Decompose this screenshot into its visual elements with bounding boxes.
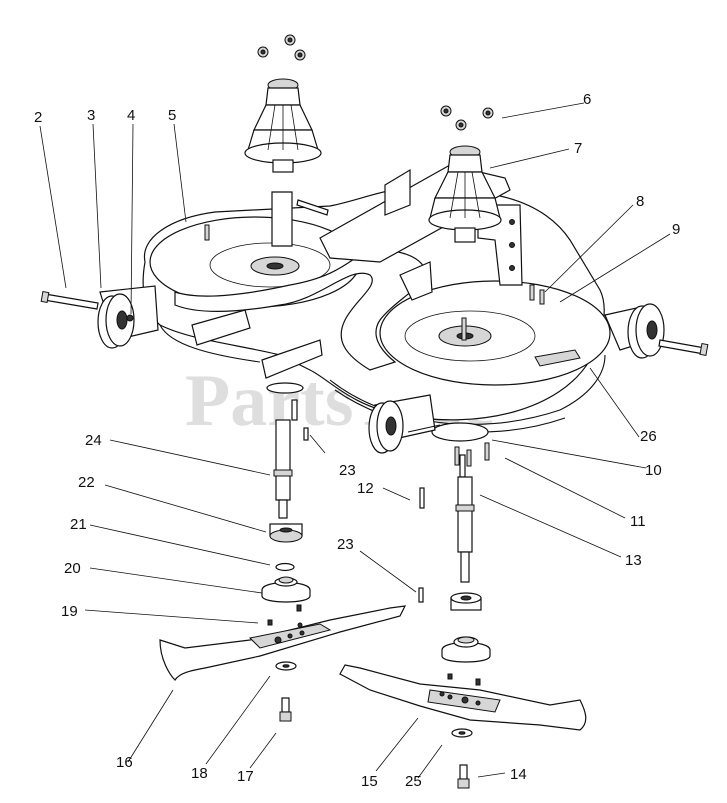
- wheel-bolt-left: [40, 290, 99, 310]
- callout-23-lower: 23: [337, 536, 354, 553]
- callout-12: 12: [357, 480, 374, 497]
- hub-20: [261, 576, 311, 603]
- set-screws-19: [267, 604, 302, 626]
- leader-lines: [39, 102, 671, 779]
- front-gauge-wheel: [368, 394, 441, 454]
- blade-15: [339, 664, 587, 731]
- callout-4: 4: [127, 107, 135, 124]
- right-gauge-wheel: [604, 303, 665, 359]
- hub-right: [441, 636, 491, 686]
- callout-labels: 2 3 4 5 6 7 8 9 10 11 12 13 14 15 16 17 …: [34, 91, 680, 790]
- callout-11: 11: [630, 513, 646, 530]
- deck-top-bolts: [204, 199, 545, 341]
- key-23-upper: [303, 427, 309, 441]
- washer-25: [451, 728, 473, 738]
- callout-5: 5: [168, 107, 176, 124]
- callout-24: 24: [85, 432, 102, 449]
- callout-14: 14: [510, 766, 527, 783]
- mower-deck: [142, 164, 611, 442]
- callout-7: 7: [574, 140, 582, 157]
- hex-nuts-right: [440, 105, 494, 131]
- callout-10: 10: [645, 462, 662, 479]
- callout-8: 8: [636, 193, 644, 210]
- key-23-lower: [418, 587, 424, 603]
- callout-13: 13: [625, 552, 642, 569]
- callout-20: 20: [64, 560, 81, 577]
- callout-15: 15: [361, 773, 378, 790]
- spindle-housing-right: [428, 145, 502, 243]
- bearing-right: [450, 592, 482, 611]
- deck-screws-10-11: [454, 442, 490, 467]
- spindle-shaft-right: [455, 454, 475, 583]
- callout-16: 16: [116, 754, 133, 771]
- callout-2: 2: [34, 109, 42, 126]
- bearing-22: [269, 523, 303, 543]
- callout-9: 9: [672, 221, 680, 238]
- blade-16: [159, 605, 407, 681]
- callout-17: 17: [237, 768, 254, 785]
- blade-bolt-17: [279, 697, 292, 722]
- callout-22: 22: [78, 474, 95, 491]
- blade-bolt-14: [457, 764, 470, 789]
- callout-3: 3: [87, 107, 95, 124]
- callout-23-upper: 23: [339, 462, 356, 479]
- callout-18: 18: [191, 765, 208, 782]
- spacer-21: [275, 562, 295, 572]
- wheel-bolt-right: [658, 339, 709, 357]
- callout-21: 21: [70, 516, 87, 533]
- washer-18: [275, 661, 297, 671]
- spindle-shaft-left: [273, 399, 298, 519]
- callout-6: 6: [583, 91, 591, 108]
- callout-19: 19: [61, 603, 78, 620]
- left-gauge-wheel: [97, 285, 159, 349]
- hex-nuts-left: [257, 34, 306, 61]
- callout-26: 26: [640, 428, 657, 445]
- key-12: [419, 487, 425, 509]
- spindle-housing-left: [244, 78, 322, 173]
- callout-25: 25: [405, 773, 422, 790]
